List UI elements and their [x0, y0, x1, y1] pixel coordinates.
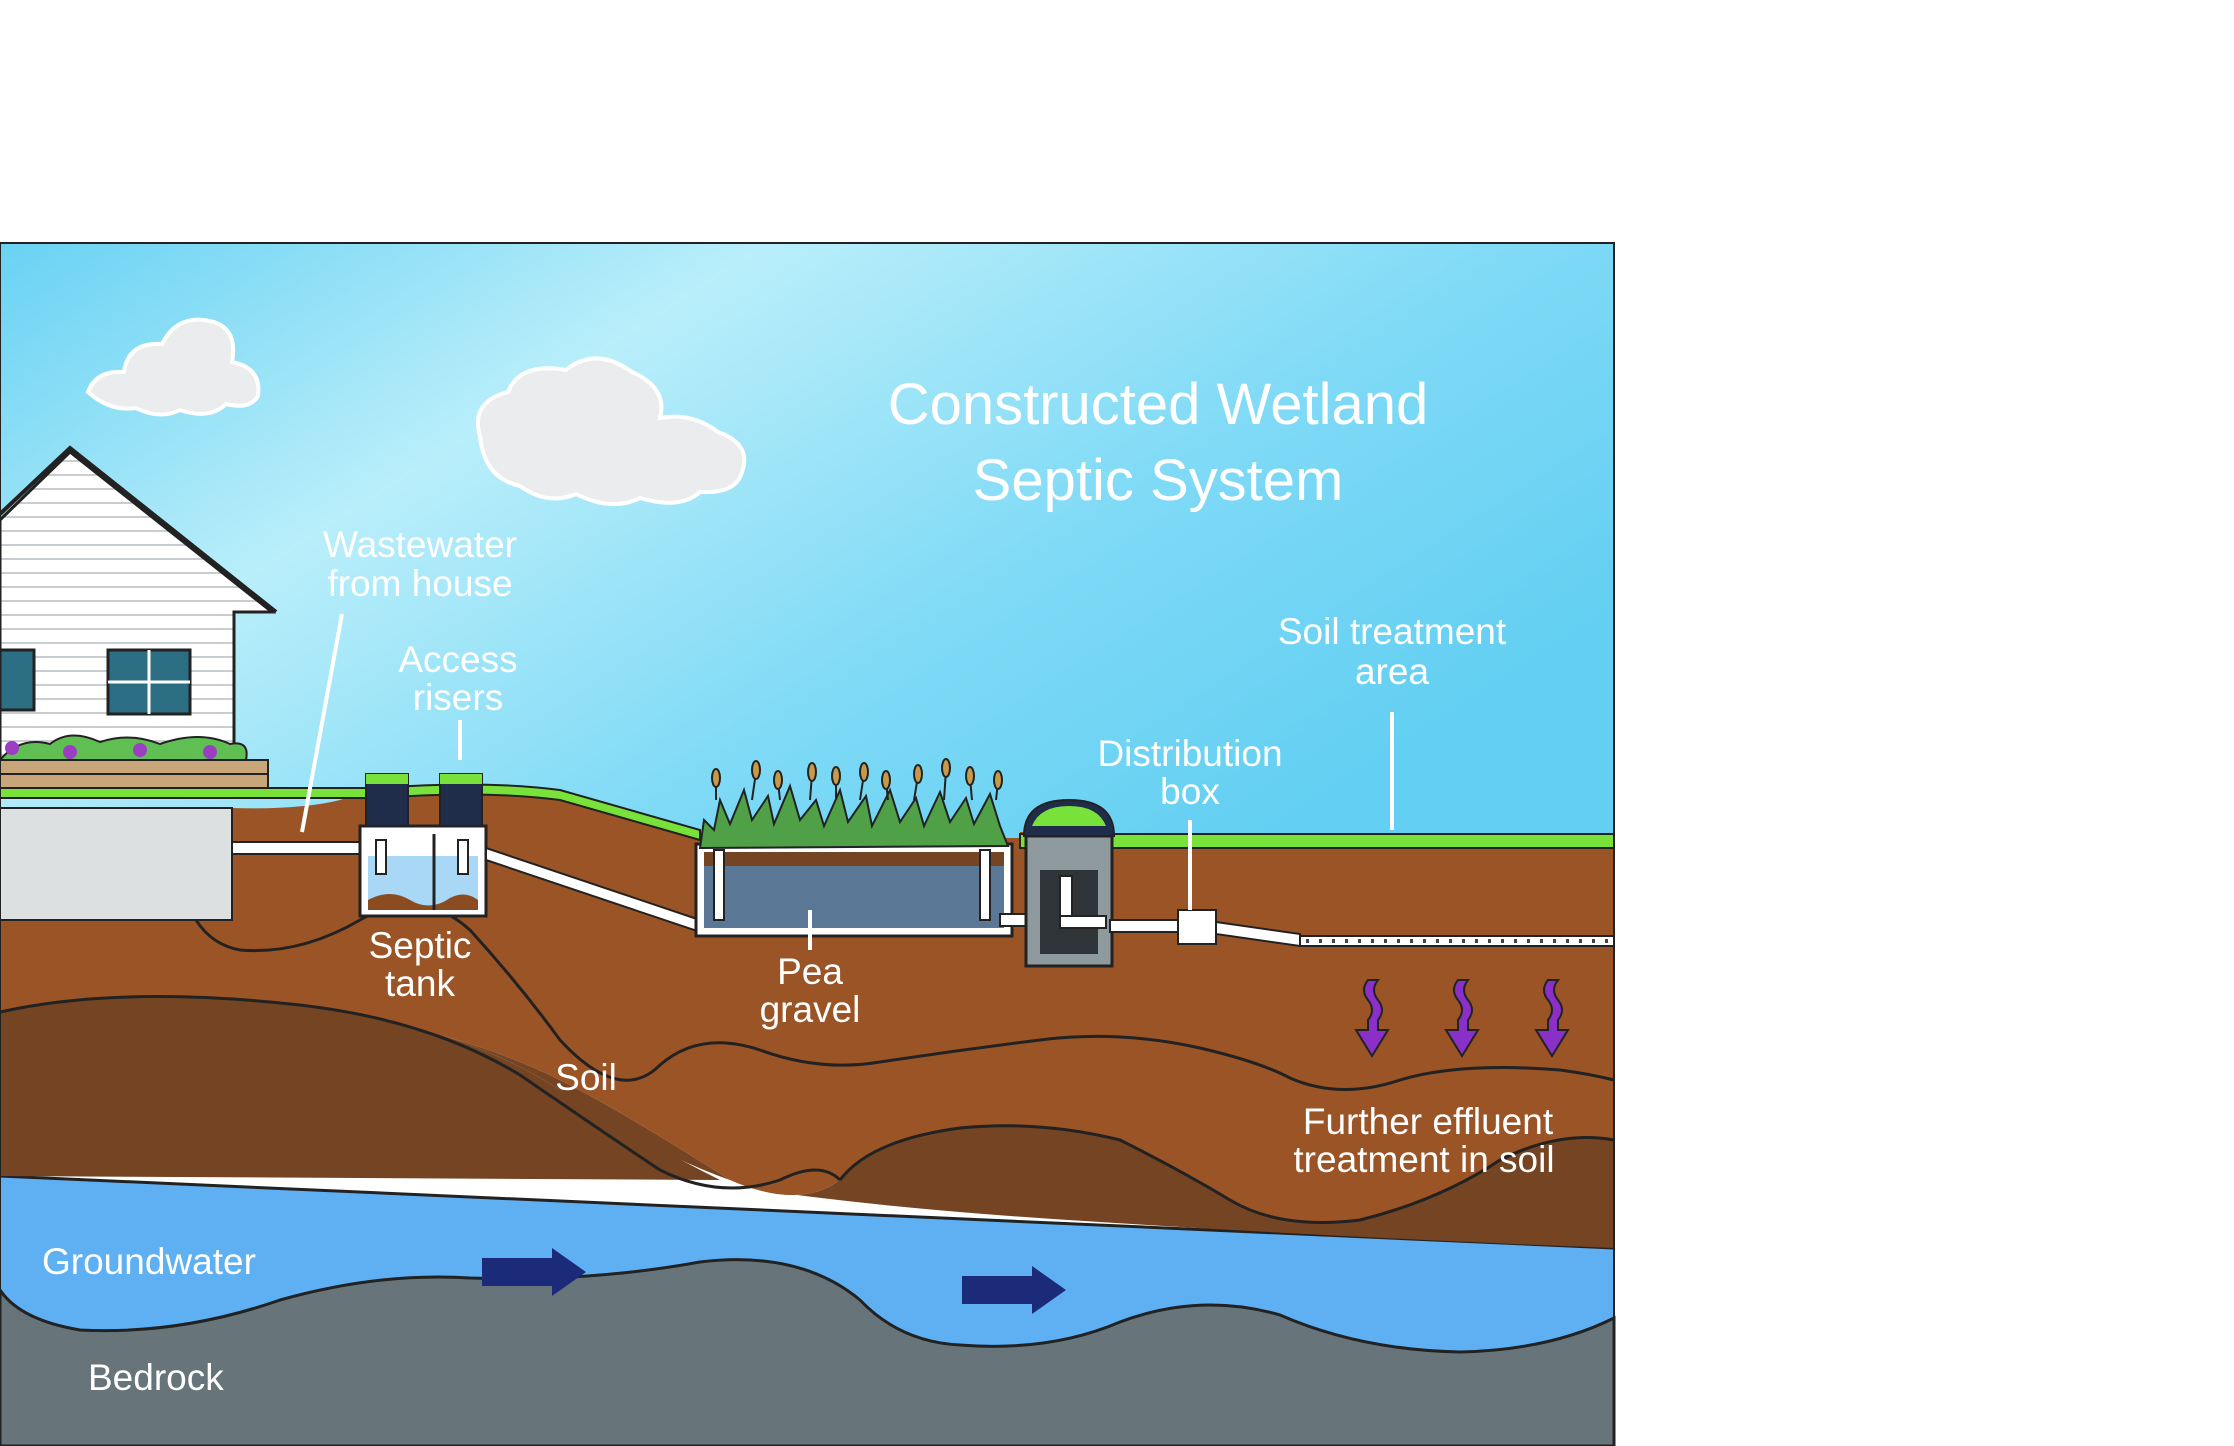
- septic-tank-label: tank: [385, 963, 455, 1004]
- lower-soil-layer-right: [0, 996, 1614, 1248]
- bedrock-layer: [0, 1258, 1616, 1446]
- septic-tank-icon: [358, 773, 488, 918]
- access-risers-label: Access: [398, 639, 517, 680]
- cloud-icon: [475, 356, 747, 507]
- flow-arrow-icon: [482, 1248, 586, 1296]
- wastewater-label: Wastewater: [323, 524, 517, 565]
- lower-soil-layer: [0, 996, 720, 1180]
- further-treatment-label: Further effluent: [1303, 1101, 1554, 1142]
- pea-gravel-label: Pea: [777, 951, 843, 992]
- further-treatment-label: treatment in soil: [1293, 1139, 1554, 1180]
- soil-treatment-label: area: [1355, 651, 1429, 692]
- effluent-arrow-icon: [1444, 979, 1480, 1058]
- inlet-pipe: [231, 841, 363, 855]
- access-risers-label: risers: [413, 677, 503, 718]
- soil-label: Soil: [555, 1057, 617, 1098]
- flow-arrow-icon: [962, 1266, 1066, 1314]
- title-line2: Septic System: [973, 448, 1344, 513]
- soil-boundary: [838, 1124, 1615, 1224]
- distribution-pipe: [1109, 919, 1181, 933]
- distribution-box-icon: [1177, 909, 1217, 945]
- title-line1: Constructed Wetland: [888, 372, 1429, 437]
- effluent-arrow-icon: [1534, 979, 1570, 1058]
- septic-tank-label: Septic: [369, 925, 472, 966]
- soil-treatment-label: Soil treatment: [1278, 611, 1507, 652]
- groundwater-top-line: [0, 1174, 1615, 1250]
- soil-boundary: [0, 995, 842, 1190]
- cloud-icon: [85, 317, 261, 417]
- bedrock-label: Bedrock: [88, 1357, 224, 1398]
- leader-lines: [300, 613, 1394, 950]
- wetland-plants-icon: [698, 758, 1010, 850]
- effluent-arrow-icon: [1354, 979, 1390, 1058]
- wetland-cell: [694, 842, 1014, 938]
- distribution-box-label: Distribution: [1097, 733, 1282, 774]
- house-foundation: [0, 807, 233, 921]
- diagram-frame: [0, 242, 1615, 1446]
- groundwater-label: Groundwater: [42, 1241, 256, 1282]
- pea-gravel-label: gravel: [760, 989, 861, 1030]
- wastewater-label: from house: [327, 563, 512, 604]
- distribution-box-label: box: [1160, 771, 1220, 812]
- house-icon: [0, 445, 278, 789]
- pump-tank-icon: [1022, 798, 1116, 968]
